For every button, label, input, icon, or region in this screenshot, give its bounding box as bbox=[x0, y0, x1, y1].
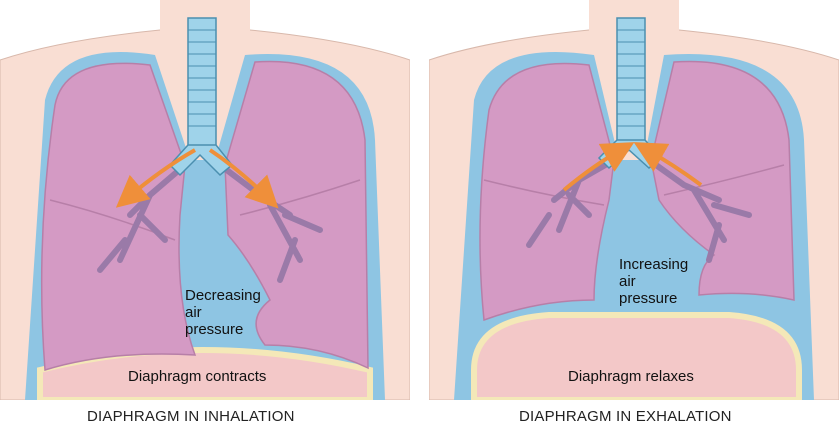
pressure-line-3: pressure bbox=[619, 290, 678, 307]
airflow-arrow-right bbox=[633, 142, 703, 187]
trachea bbox=[616, 17, 646, 144]
right-lung bbox=[224, 60, 369, 370]
airflow-arrow-left bbox=[562, 142, 635, 192]
diaphragm bbox=[471, 312, 802, 400]
exhalation-illustration bbox=[429, 0, 839, 400]
pressure-line-1: Decreasing bbox=[185, 287, 261, 304]
airflow-arrow-left bbox=[115, 148, 196, 208]
left-lung bbox=[40, 62, 197, 371]
left-lung bbox=[479, 62, 615, 322]
bronchial-tree-right bbox=[646, 157, 752, 263]
diaphragm-label-inhalation: Diaphragm contracts bbox=[128, 368, 267, 385]
pressure-line-2: air bbox=[185, 304, 202, 321]
airflow-arrow-right bbox=[208, 148, 279, 209]
pressure-line-1: Increasing bbox=[619, 256, 689, 273]
pressure-line-3: pressure bbox=[185, 321, 244, 338]
inhalation-illustration bbox=[0, 0, 410, 400]
caption-inhalation: DIAPHRAGM IN INHALATION bbox=[87, 408, 295, 425]
caption-exhalation: DIAPHRAGM IN EXHALATION bbox=[519, 408, 732, 425]
pressure-label-inhalation: Decreasing air pressure bbox=[185, 287, 261, 338]
diaphragm-label-exhalation: Diaphragm relaxes bbox=[568, 368, 694, 385]
pressure-label-exhalation: Increasing air pressure bbox=[619, 256, 688, 307]
pressure-line-2: air bbox=[619, 273, 636, 290]
trachea bbox=[187, 17, 217, 149]
